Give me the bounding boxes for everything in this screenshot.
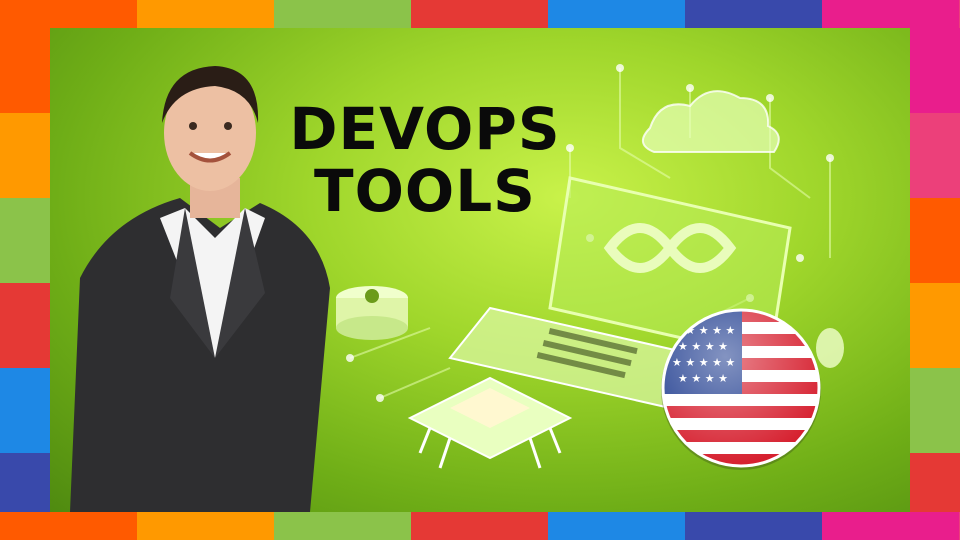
border-tile (685, 0, 822, 28)
title-line-1: DEVOPS (289, 95, 561, 163)
code-bracket-icon (816, 328, 844, 368)
border-tile (137, 512, 274, 540)
border-tile (0, 453, 50, 512)
border-tile (411, 512, 548, 540)
database-gear-icon (336, 286, 408, 340)
border-tile (548, 0, 685, 28)
border-tile (822, 0, 959, 28)
green-background-panel: ★ ★ ★ ★ ★ ★ ★ ★ ★ ★ ★ ★ ★ ★ ★ ★ ★ ★ DEVO… (50, 28, 910, 512)
usa-flag-badge: ★ ★ ★ ★ ★ ★ ★ ★ ★ ★ ★ ★ ★ ★ ★ ★ ★ ★ (661, 308, 821, 470)
border-tile (0, 368, 50, 453)
cloud-icon (642, 90, 780, 153)
border-tile (910, 283, 960, 368)
border-tile (0, 512, 137, 540)
border-tile (910, 368, 960, 453)
border-tile (548, 512, 685, 540)
border-tile (137, 0, 274, 28)
microchip-icon (407, 376, 573, 469)
border-tile (0, 198, 50, 283)
border-tile (910, 453, 960, 512)
border-tile (0, 28, 50, 113)
border-tile (0, 0, 137, 28)
keyboard-keys (536, 328, 638, 379)
tech-illustration: ★ ★ ★ ★ ★ ★ ★ ★ ★ ★ ★ ★ ★ ★ ★ ★ ★ ★ (70, 64, 844, 512)
border-tile (685, 512, 822, 540)
border-tile (0, 283, 50, 368)
border-tile (910, 198, 960, 283)
border-tile (0, 113, 50, 198)
border-tile (274, 512, 411, 540)
border-tile (411, 0, 548, 28)
border-tile (910, 113, 960, 198)
thumbnail-title: DEVOPS TOOLS (260, 98, 590, 222)
presenter-photo (70, 66, 330, 512)
devops-infinity-icon (603, 223, 737, 273)
border-tile (822, 512, 959, 540)
border-tile (910, 28, 960, 113)
title-line-2: TOOLS (314, 157, 536, 225)
border-tile (274, 0, 411, 28)
